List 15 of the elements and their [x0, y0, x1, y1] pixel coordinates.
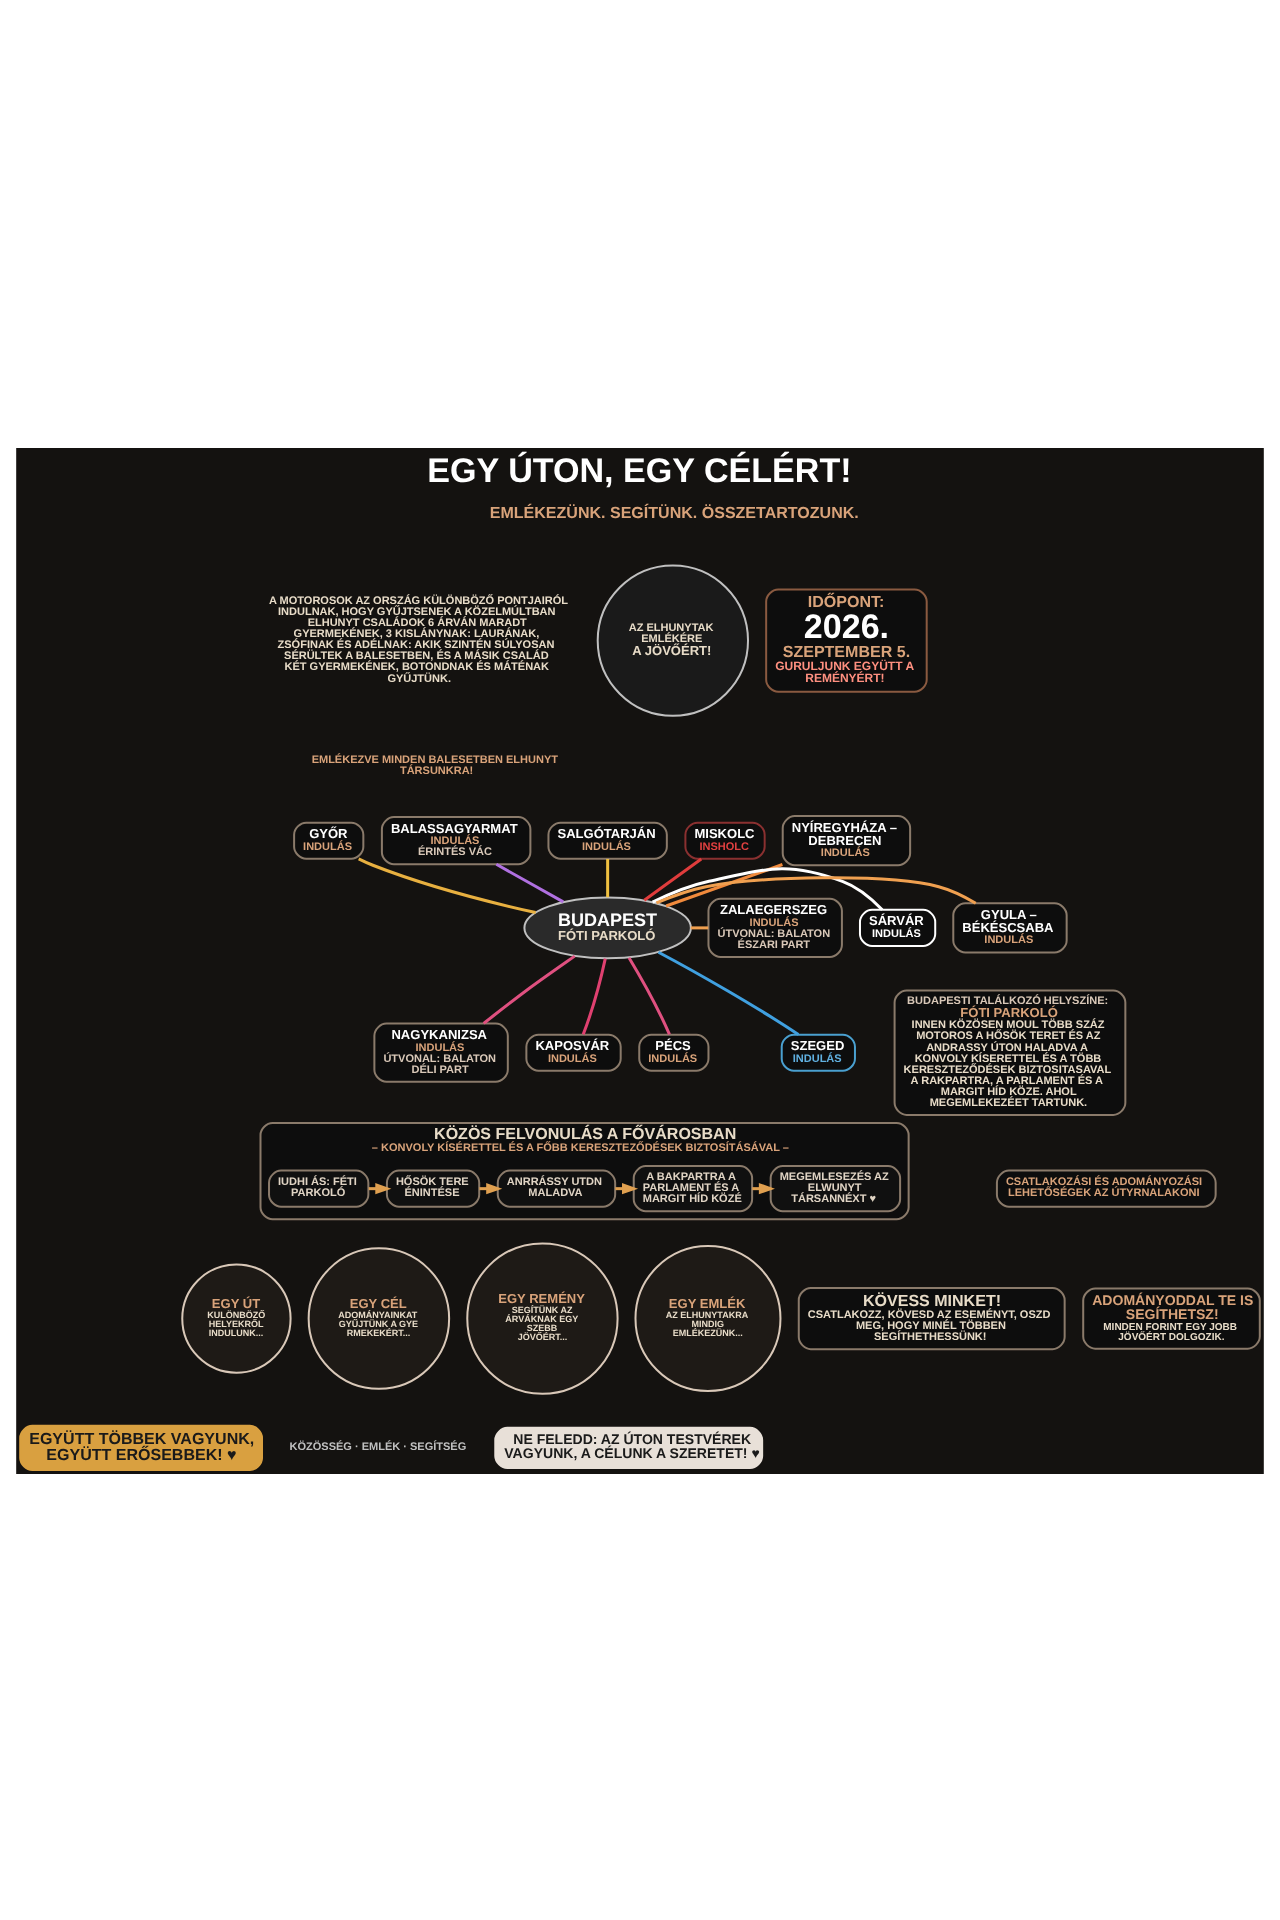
- connector: [643, 856, 703, 901]
- connector: [482, 953, 576, 1024]
- label: EMLÉKEZÜNK. SEGÍTÜNK. ÖSSZETARTOZUNK.: [489, 503, 859, 522]
- connector: [655, 875, 977, 904]
- connector: [358, 856, 536, 914]
- connector: [627, 955, 671, 1035]
- connector: [651, 866, 884, 910]
- connector: [657, 949, 800, 1035]
- connector: [495, 862, 564, 903]
- node-box: EGYÜTT TÖBBEK VAGYUNK, EGYÜTT ERŐSEBBEK! ♥: [19, 1423, 263, 1470]
- connector: [665, 862, 783, 907]
- connector: [690, 925, 709, 929]
- diagram-title: EGY ÚTON, EGY CÉLÉRT!: [427, 451, 852, 490]
- connector: [606, 857, 610, 897]
- connector: [581, 957, 607, 1034]
